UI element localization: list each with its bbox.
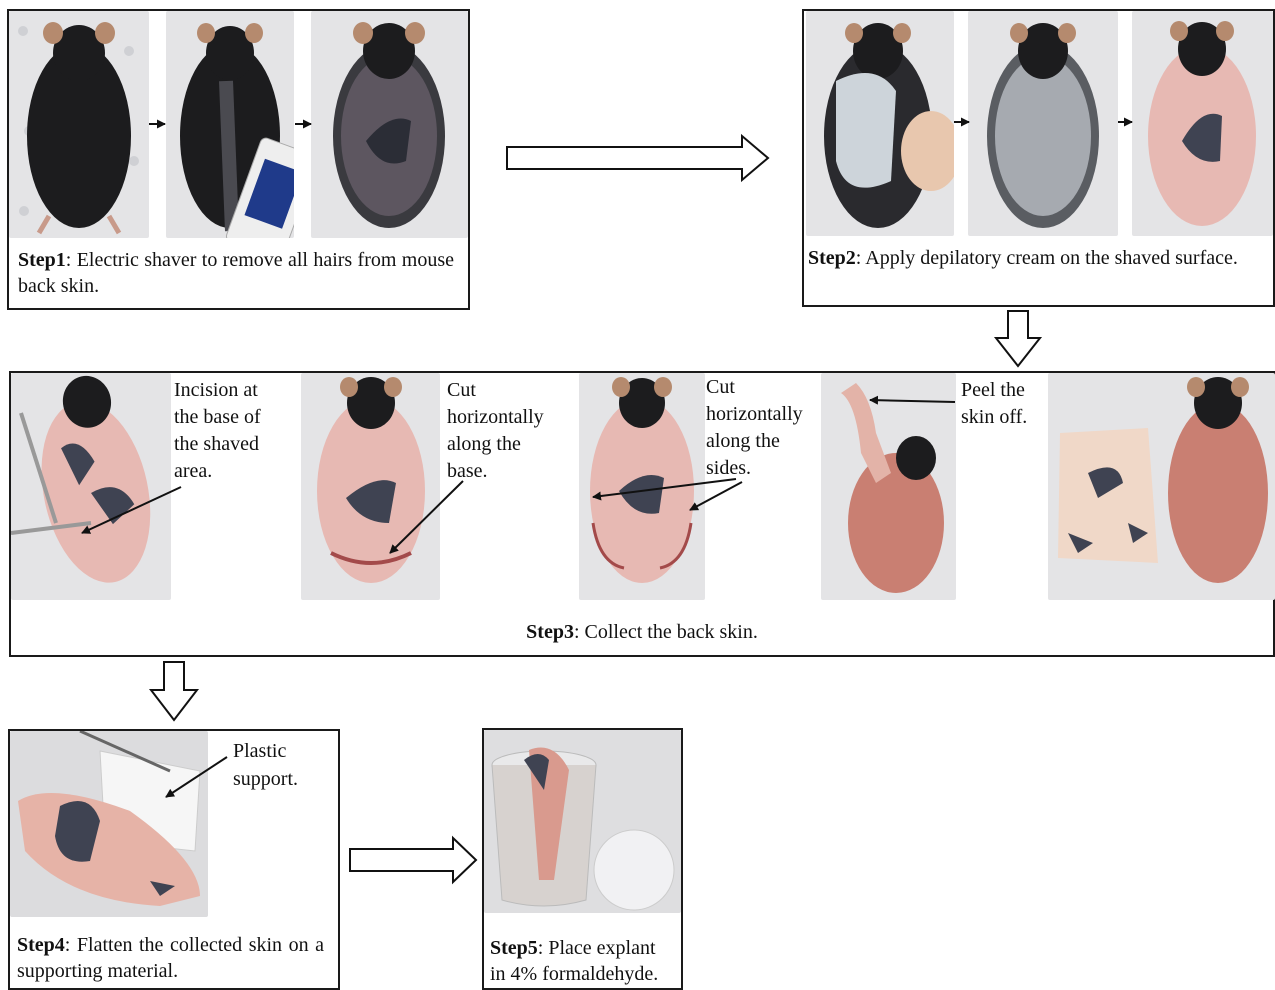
- step1-photo-shaved-mouse: [311, 11, 468, 238]
- annotation-line: support.: [233, 765, 298, 793]
- flow-arrow-step2-to-step3: [996, 311, 1040, 366]
- annotation-line: horizontally: [447, 404, 544, 431]
- step3-annotation-cut-sides: Cut horizontally along the sides.: [706, 374, 803, 482]
- step3-photo-cut-sides: [579, 373, 705, 600]
- step1-text: : Electric shaver to remove all hairs fr…: [18, 249, 454, 297]
- annotation-line: along the: [447, 431, 544, 458]
- annotation-line: Peel the: [961, 377, 1027, 404]
- step3-annotation-cut-base: Cut horizontally along the base.: [447, 377, 544, 485]
- step1-label: Step1: [18, 249, 66, 271]
- step3-label: Step3: [526, 621, 574, 643]
- step1-caption: Step1: Electric shaver to remove all hai…: [18, 247, 454, 299]
- step3-annotation-incision: Incision at the base of the shaved area.: [174, 377, 261, 485]
- annotation-line: along the: [706, 428, 803, 455]
- annotation-line: Cut: [447, 377, 544, 404]
- step3-photo-peeling: [821, 373, 956, 600]
- step5-photo-explant-in-formaldehyde: [484, 730, 681, 913]
- step4-photo-flattened-skin: [10, 731, 208, 917]
- step4-label: Step4: [17, 934, 65, 956]
- annotation-line: the base of: [174, 404, 261, 431]
- annotation-line: Cut: [706, 374, 803, 401]
- annotation-line: Incision at: [174, 377, 261, 404]
- step4-annotation-plastic-support: Plastic support.: [233, 737, 298, 793]
- step2-photo-depilated-mouse: [1132, 11, 1273, 236]
- annotation-line: Plastic: [233, 737, 298, 765]
- annotation-line: sides.: [706, 455, 803, 482]
- step2-label: Step2: [808, 247, 856, 269]
- step5-text-line1: : Place explant: [538, 937, 656, 959]
- flow-arrow-step4-to-step5: [350, 838, 476, 882]
- step3-caption: Step3: Collect the back skin.: [9, 619, 1275, 645]
- annotation-line: area.: [174, 458, 261, 485]
- flow-arrow-step3-to-step4: [151, 662, 197, 720]
- annotation-line: base.: [447, 458, 544, 485]
- step3-photo-cut-base: [301, 373, 440, 600]
- annotation-line: horizontally: [706, 401, 803, 428]
- annotation-line: the shaved: [174, 431, 261, 458]
- step5-label: Step5: [490, 937, 538, 959]
- step3-photo-incision: [11, 373, 171, 600]
- step3-photo-collected-skin: [1048, 373, 1275, 600]
- step4-caption: Step4: Flatten the collected skin on a s…: [17, 932, 324, 984]
- flow-arrow-step1-to-step2: [507, 136, 768, 180]
- step2-photo-applying-cream: [806, 11, 954, 236]
- step2-text: : Apply depilatory cream on the shaved s…: [856, 247, 1238, 269]
- step3-annotation-peel: Peel the skin off.: [961, 377, 1027, 431]
- annotation-line: skin off.: [961, 404, 1027, 431]
- step3-text: : Collect the back skin.: [574, 621, 758, 643]
- step1-photo-shaving-mouse: [166, 11, 294, 238]
- step5-text-line2: in 4% formaldehyde.: [490, 961, 682, 987]
- step5-caption: Step5: Place explant in 4% formaldehyde.: [490, 935, 682, 987]
- step1-photo-unshaved-mouse: [9, 11, 149, 238]
- step2-caption: Step2: Apply depilatory cream on the sha…: [808, 245, 1262, 271]
- step2-photo-cream-covered-mouse: [968, 11, 1118, 236]
